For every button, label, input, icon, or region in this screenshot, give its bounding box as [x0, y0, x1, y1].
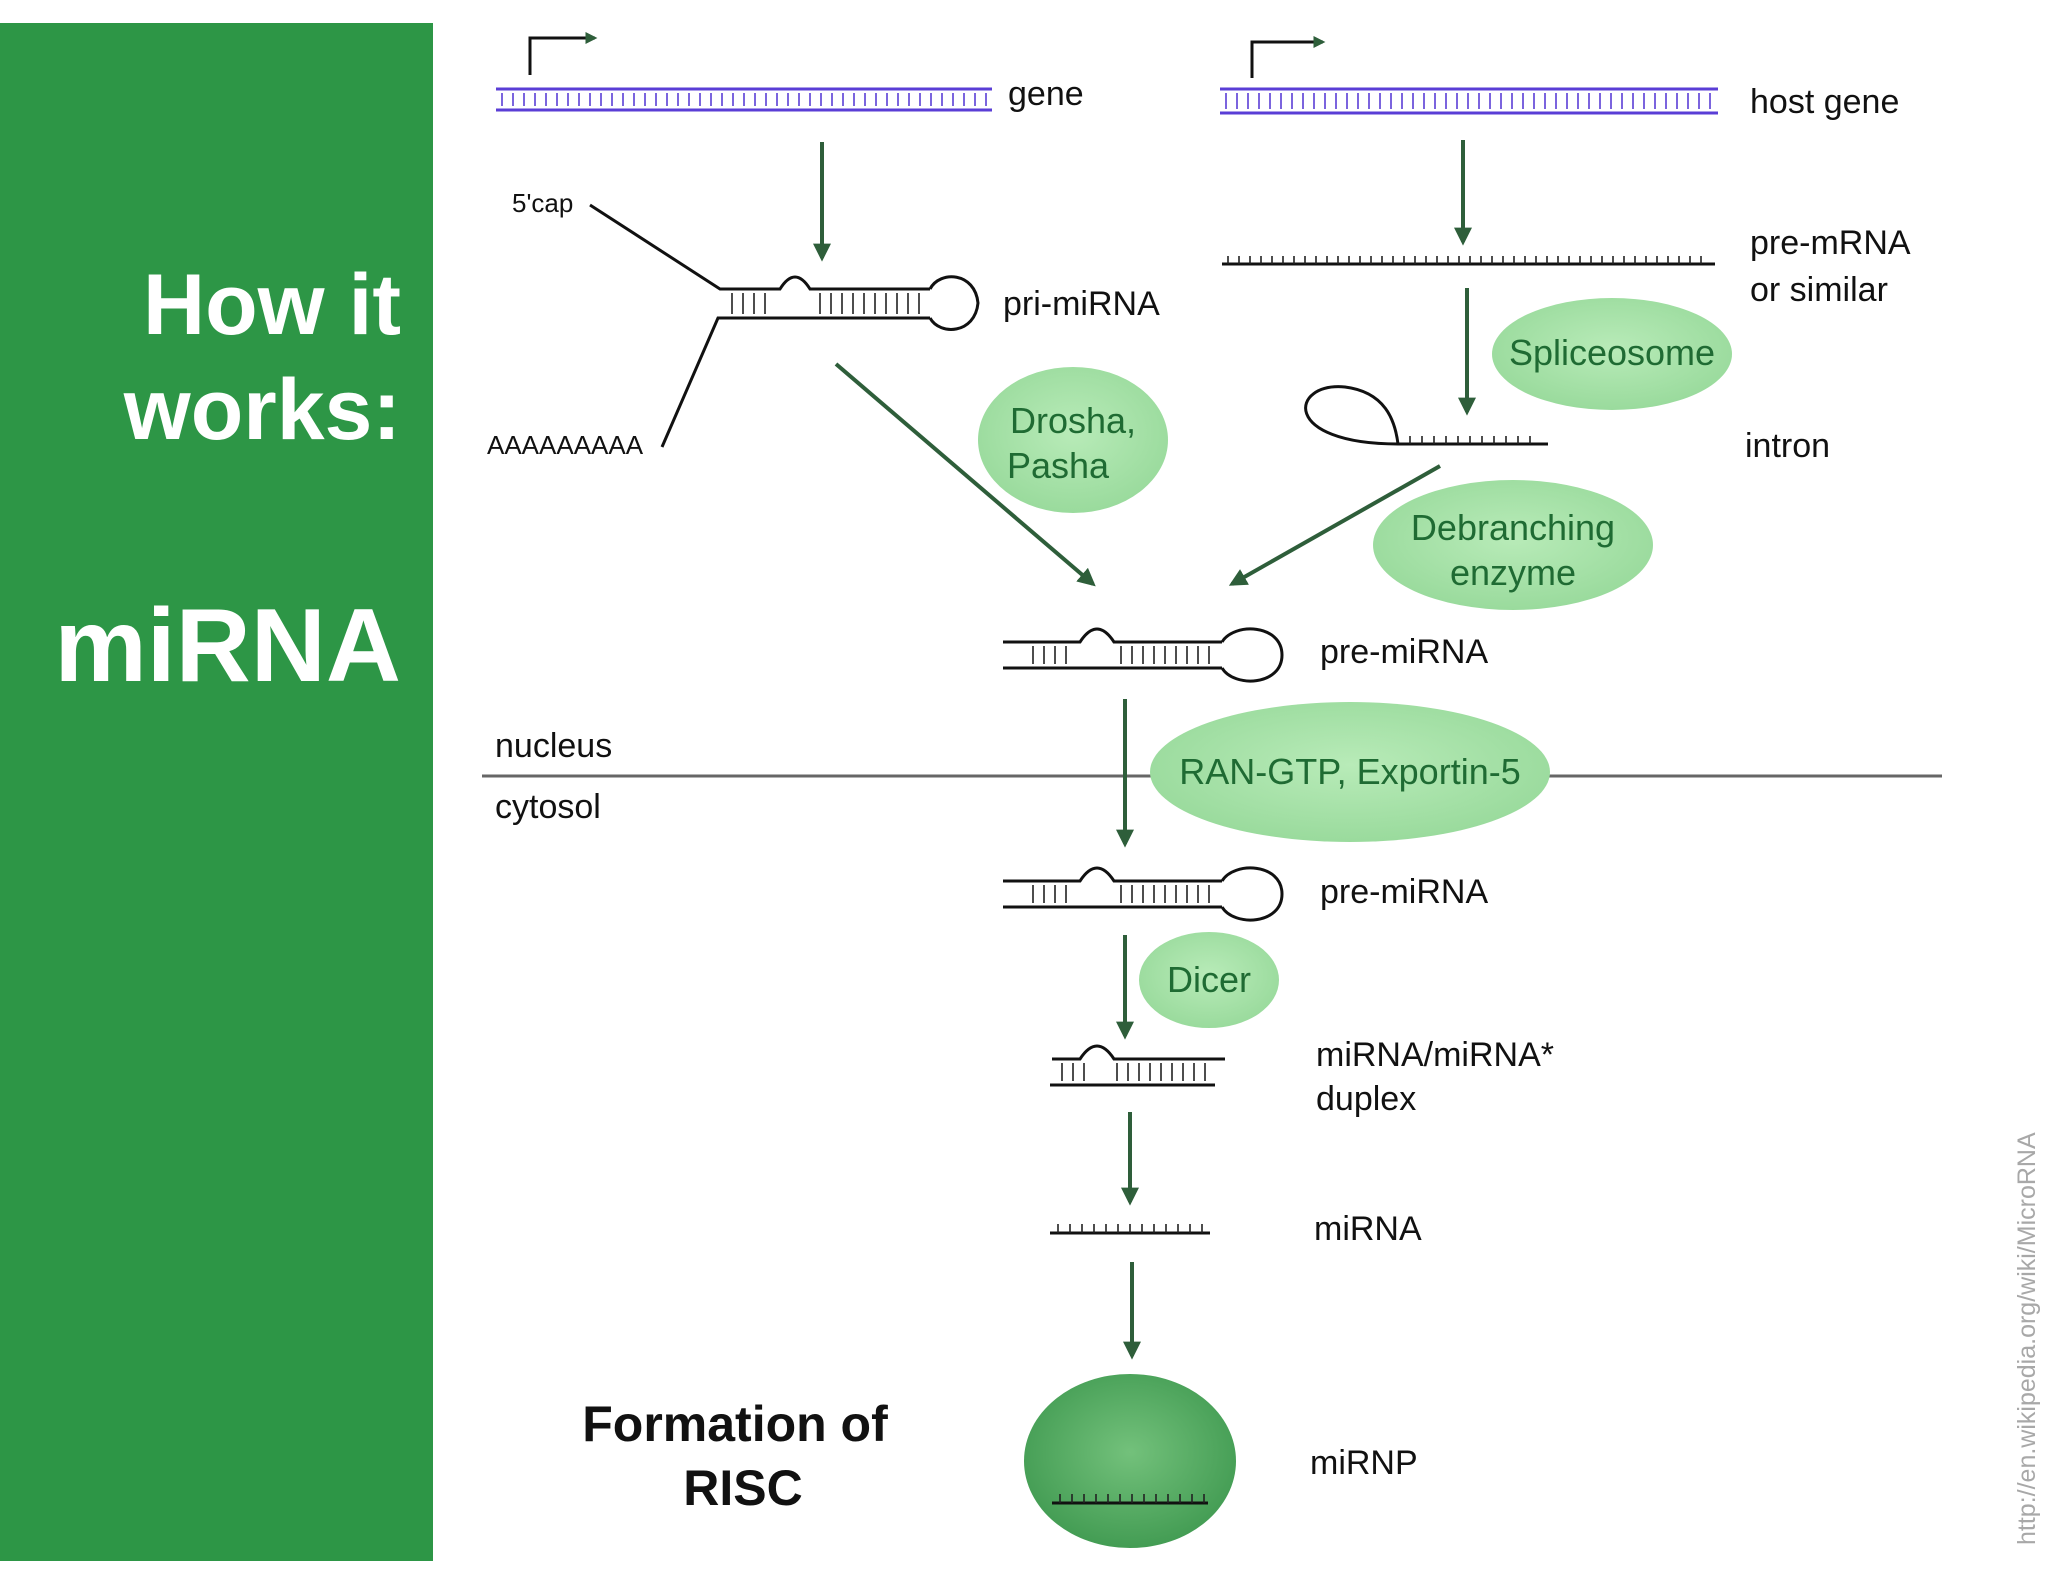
mirnp-complex [1024, 1374, 1236, 1548]
nucleus-label: nucleus [495, 727, 612, 765]
gene-base-pairs [501, 93, 987, 106]
mature-mirna-strand [1050, 1224, 1210, 1235]
risc-title-line2: RISC [683, 1460, 802, 1516]
debranching-label: Debranching [1411, 507, 1615, 548]
five-cap-label: 5'cap [512, 188, 573, 218]
pre-mirna-cytosol-label: pre-miRNA [1320, 873, 1488, 911]
mirna-duplex-structure [1050, 1044, 1225, 1087]
source-credit: http://en.wikipedia.org/wiki/MicroRNA [2013, 1132, 2041, 1545]
arrow-intron-to-pre-mirna [1228, 464, 1441, 586]
pri-mirna-base-pairs [731, 293, 920, 314]
poly-a-tail-label: AAAAAAAAA [487, 430, 644, 460]
dicer-label: Dicer [1167, 959, 1251, 1000]
duplex-label: miRNA/miRNA* [1316, 1036, 1554, 1074]
dicer-enzyme [1139, 932, 1279, 1028]
pre-mrna-label-2: or similar [1750, 271, 1888, 309]
exportin-label: RAN-GTP, Exportin-5 [1179, 751, 1520, 792]
debranching-enzyme [1373, 480, 1653, 610]
pre-mirna-nucleus-label: pre-miRNA [1320, 633, 1488, 671]
sidebar-title: How it works: [124, 253, 401, 463]
cytosol-label: cytosol [495, 788, 601, 826]
sidebar-title-line1: How it [143, 257, 401, 353]
intron-lariat [1304, 385, 1548, 446]
pri-mirna-label: pri-miRNA [1003, 285, 1160, 323]
sidebar-panel: How it works: miRNA [0, 23, 433, 1561]
exportin-5-complex [1150, 702, 1550, 842]
pasha-label: Pasha [1007, 445, 1110, 486]
mirnp-label: miRNP [1310, 1444, 1418, 1482]
mirna-label: miRNA [1314, 1210, 1422, 1248]
pre-mrna-label: pre-mRNA [1750, 224, 1911, 262]
risc-title-line1: Formation of [582, 1396, 888, 1452]
sidebar-title-line2: works: [123, 361, 401, 458]
gene-label: gene [1008, 75, 1084, 113]
host-gene-base-pairs [1225, 93, 1711, 109]
arrow-pri-to-pre-mirna [834, 362, 1096, 587]
host-gene-label: host gene [1750, 83, 1899, 121]
pre-mirna-nucleus-structure [1003, 627, 1284, 683]
pri-mirna-structure: 5'cap AAAAAAAAA [487, 188, 980, 460]
drosha-label: Drosha, [1010, 400, 1136, 441]
spliceosome-label: Spliceosome [1509, 332, 1715, 373]
gene-dna [496, 32, 992, 112]
drosha-pasha-enzyme [978, 367, 1168, 513]
duplex-label-2: duplex [1316, 1080, 1416, 1118]
pre-mrna-strand [1222, 256, 1715, 266]
host-gene-dna [1220, 36, 1718, 115]
pre-mirna-cytosol-structure [1003, 866, 1284, 922]
sidebar-topic: miRNA [54, 588, 401, 704]
spliceosome-enzyme [1492, 298, 1732, 410]
mirnp-mirna-strand [1052, 1494, 1208, 1505]
intron-label: intron [1745, 427, 1830, 465]
enzyme-label: enzyme [1450, 552, 1576, 593]
